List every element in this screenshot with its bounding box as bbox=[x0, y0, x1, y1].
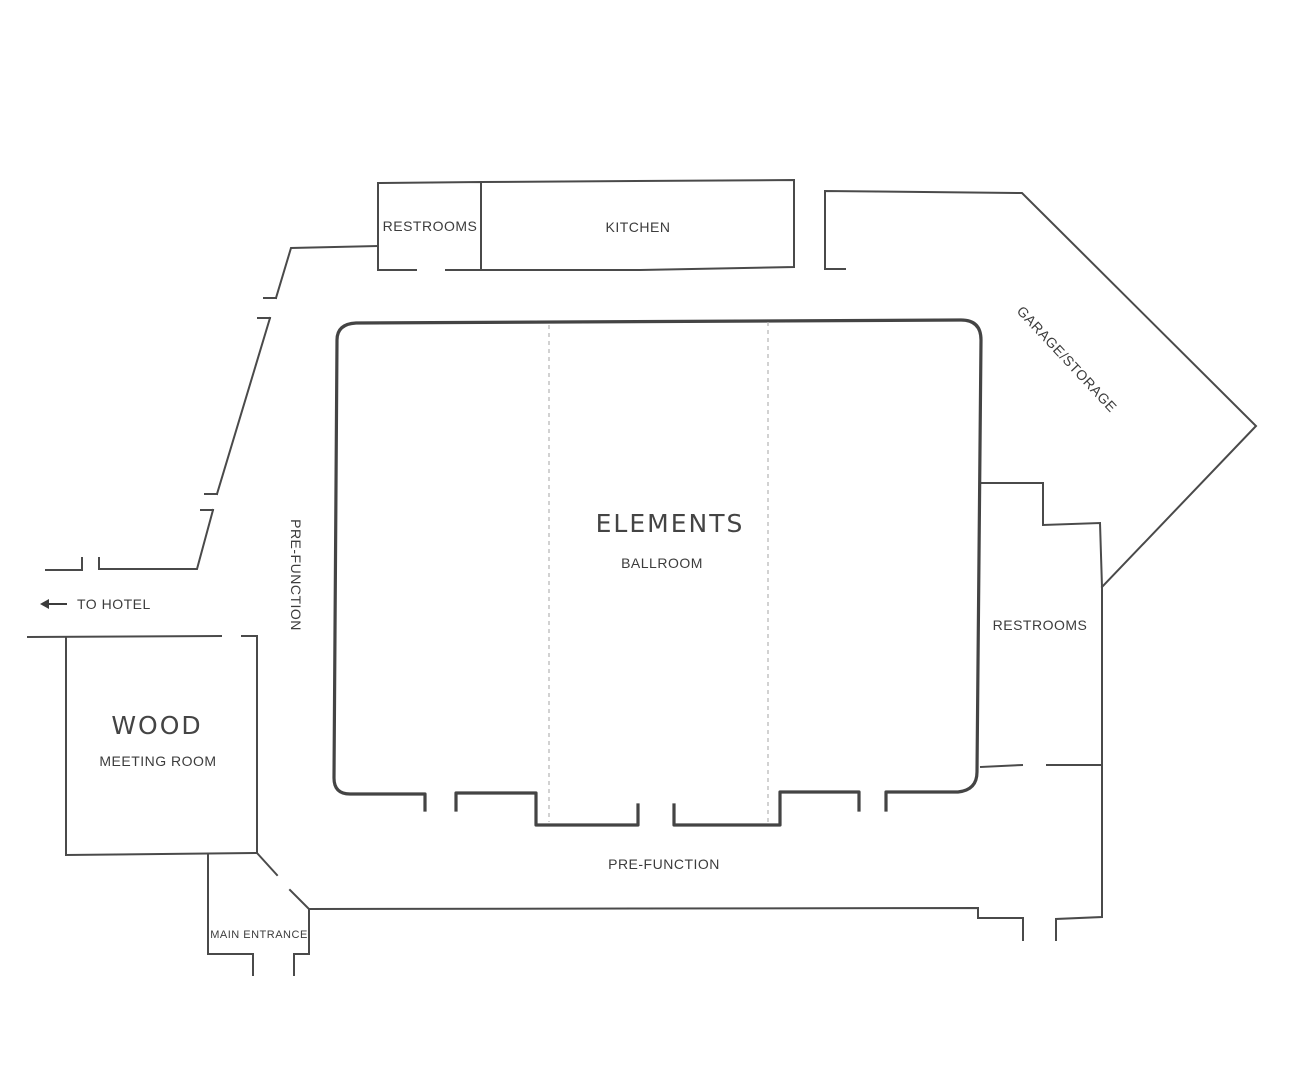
restrooms-right-room[interactable] bbox=[307, 482, 1103, 941]
to-hotel-label: TO HOTEL bbox=[77, 596, 151, 612]
left-arrow-icon bbox=[40, 599, 67, 609]
restrooms-top-room[interactable] bbox=[376, 180, 482, 271]
garage-storage-label: GARAGE/STORAGE bbox=[1014, 303, 1120, 416]
wood-meeting-room[interactable] bbox=[26, 634, 258, 857]
restrooms-top-label: RESTROOMS bbox=[383, 218, 478, 234]
restrooms-right-label: RESTROOMS bbox=[993, 617, 1088, 633]
left-corridor-wall bbox=[45, 244, 380, 571]
ballroom-name-label: ELEMENTS bbox=[596, 509, 745, 538]
main-entrance-label: MAIN ENTRANCE bbox=[210, 929, 308, 941]
to-hotel-direction[interactable]: TO HOTEL bbox=[40, 596, 151, 612]
garage-storage-room[interactable] bbox=[824, 189, 1258, 589]
elements-ballroom[interactable] bbox=[332, 318, 983, 827]
main-entrance-area[interactable] bbox=[207, 851, 310, 976]
prefunction-side-label: PRE-FUNCTION bbox=[288, 519, 304, 631]
prefunction-bottom-label: PRE-FUNCTION bbox=[608, 856, 720, 872]
kitchen-room[interactable] bbox=[479, 178, 795, 271]
meeting-room-name-label: WOOD bbox=[111, 711, 202, 740]
meeting-room-type-label: MEETING ROOM bbox=[99, 753, 216, 769]
ballroom-type-label: BALLROOM bbox=[621, 555, 703, 571]
kitchen-label: KITCHEN bbox=[606, 219, 671, 235]
